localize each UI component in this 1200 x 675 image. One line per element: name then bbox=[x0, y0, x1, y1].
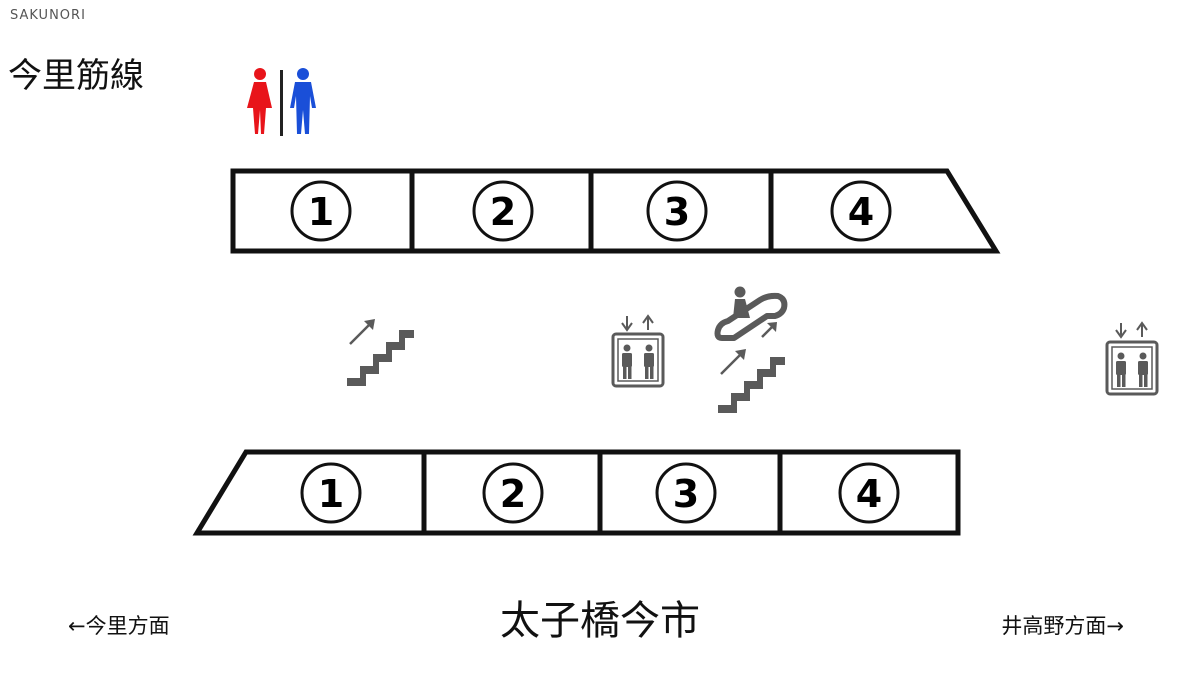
escalator-icon bbox=[714, 286, 788, 341]
lower-car-4-number: 4 bbox=[856, 472, 882, 516]
lower-car-1-number: 1 bbox=[318, 472, 344, 516]
brand-label: SAKUNORI bbox=[10, 8, 86, 23]
stairs-icon bbox=[718, 349, 785, 413]
upper-car-3: 3 bbox=[646, 180, 708, 242]
lower-car-2: 2 bbox=[482, 462, 544, 524]
upper-car-4: 4 bbox=[830, 180, 892, 242]
lower-car-3: 3 bbox=[655, 462, 717, 524]
restroom-icon bbox=[247, 68, 316, 136]
lower-car-4: 4 bbox=[838, 462, 900, 524]
lower-train: 1 2 3 4 bbox=[192, 449, 961, 536]
direction-right-label: 井高野方面→ bbox=[1001, 614, 1124, 638]
line-title: 今里筋線 bbox=[8, 56, 144, 96]
upper-car-1: 1 bbox=[290, 180, 352, 242]
upper-car-4-number: 4 bbox=[848, 190, 874, 234]
lower-car-1: 1 bbox=[300, 462, 362, 524]
elevator-icon bbox=[611, 314, 665, 388]
upper-car-2-number: 2 bbox=[490, 190, 516, 234]
upper-train: 1 2 3 4 bbox=[230, 168, 1001, 254]
upper-car-1-number: 1 bbox=[308, 190, 334, 234]
lower-car-2-number: 2 bbox=[500, 472, 526, 516]
direction-left-label: ←今里方面 bbox=[68, 614, 170, 638]
elevator-icon bbox=[1105, 321, 1159, 396]
upper-car-3-number: 3 bbox=[664, 190, 690, 234]
lower-car-3-number: 3 bbox=[673, 472, 699, 516]
stairs-icon bbox=[347, 319, 414, 386]
station-name: 太子橋今市 bbox=[500, 598, 700, 644]
upper-car-2: 2 bbox=[472, 180, 534, 242]
